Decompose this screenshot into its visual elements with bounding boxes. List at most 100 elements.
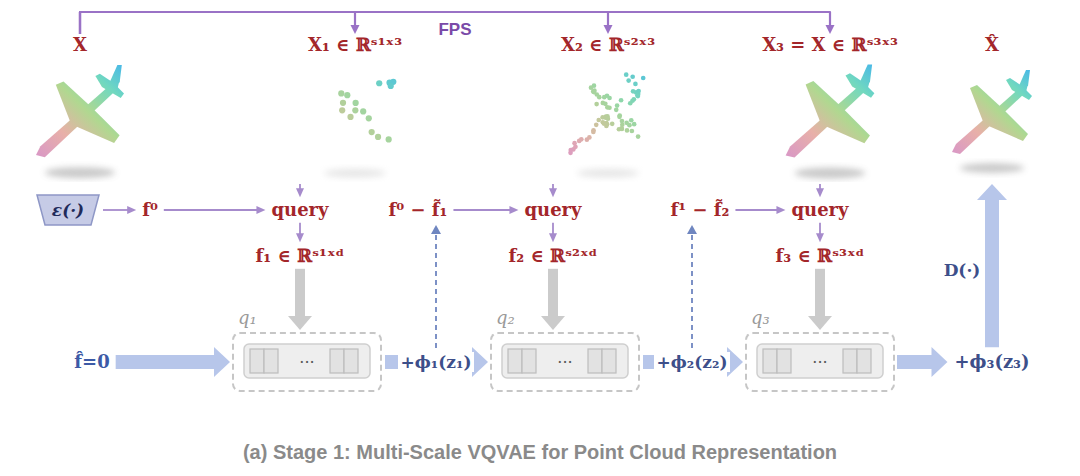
arrow-head	[288, 316, 312, 330]
cloud-point	[589, 85, 594, 90]
cloud-point	[633, 82, 638, 87]
connector-line	[299, 223, 301, 235]
math-label: X₂ ∈ ℝˢ²ˣ³	[533, 34, 683, 56]
connector	[453, 206, 518, 214]
cloud-point	[602, 95, 607, 100]
code-entry	[508, 349, 522, 373]
math-label: f̂=0	[74, 351, 109, 373]
code-entry	[330, 349, 344, 373]
math-label: f₁ ∈ ℝˢ¹ˣᵈ	[256, 245, 345, 267]
connector	[288, 269, 312, 330]
arrow-head	[296, 233, 304, 242]
query-op: query	[788, 198, 851, 222]
cloud-point	[629, 118, 634, 123]
code-entry	[522, 349, 536, 373]
connector	[816, 184, 824, 197]
math-label: f¹ − f̃₂	[671, 199, 730, 221]
connector	[897, 347, 947, 377]
cloud-point	[375, 134, 381, 140]
dashed-feedback-arrow	[435, 232, 437, 348]
shadow	[324, 169, 386, 178]
arrow-head	[604, 25, 613, 34]
math-label: f₂ ∈ ℝˢ²ˣᵈ	[509, 245, 598, 267]
query-op: query	[521, 198, 584, 222]
cloud-point	[605, 105, 610, 110]
codebook-box: q₂...	[490, 332, 640, 392]
encoder-trapezoid	[37, 195, 99, 225]
arrow-head	[931, 347, 947, 377]
cloud-point	[630, 129, 635, 134]
connector-line	[985, 198, 999, 348]
connector	[164, 206, 266, 214]
cloud-point	[568, 150, 573, 155]
codebook-box: q₃...	[745, 332, 895, 392]
point-cloud-figure	[25, 60, 135, 182]
cloud-point	[614, 108, 619, 113]
connector-line	[116, 355, 217, 369]
connector	[816, 223, 824, 242]
arrow-head	[549, 233, 557, 242]
edge-label: +ϕ₁(z₁)	[398, 352, 475, 372]
connector-line	[548, 269, 558, 318]
math-label: query	[524, 199, 581, 221]
arrow-head	[296, 188, 304, 197]
connector	[296, 223, 304, 242]
connector	[116, 347, 230, 377]
cloud-point	[376, 80, 382, 86]
connector	[103, 206, 136, 214]
code-entry	[857, 349, 871, 373]
sampled-cloud: X₂ ∈ ℝˢ²ˣ³	[533, 34, 683, 182]
cloud-point	[352, 107, 358, 113]
operation-label: FPS	[438, 20, 471, 40]
cloud-point	[388, 83, 394, 89]
connector-line	[103, 209, 129, 211]
code-entry	[843, 349, 857, 373]
ellipsis: ...	[492, 348, 638, 367]
cloud-point	[594, 123, 599, 128]
codebook-name: q₃	[751, 307, 770, 329]
cloud-point	[624, 120, 629, 125]
code-entry	[264, 349, 278, 373]
cloud-point	[592, 90, 597, 95]
ellipsis: ...	[747, 348, 893, 367]
point-cloud-figure	[533, 60, 683, 182]
cloud-point	[585, 137, 590, 142]
feature-label: f₃ ∈ ℝˢ³ˣᵈ	[773, 244, 868, 268]
connector	[549, 184, 557, 197]
cloud-point	[617, 115, 622, 120]
cloud-point	[386, 136, 392, 142]
dashed-arrow-head	[687, 225, 697, 234]
arrow-head	[509, 206, 518, 214]
code-entry	[588, 349, 602, 373]
connector-line	[815, 269, 825, 318]
math-label: +ϕ₃(z₃)	[954, 351, 1029, 373]
connector	[296, 184, 304, 197]
math-label: f₃ ∈ ℝˢ³ˣᵈ	[776, 245, 865, 267]
connector	[735, 206, 785, 214]
math-label: f⁰ − f̃₁	[389, 199, 448, 221]
shadow	[795, 168, 866, 179]
cloud-point	[344, 92, 350, 98]
arrow-head	[256, 206, 265, 214]
cloud-point	[579, 137, 584, 142]
cloud-point	[596, 118, 601, 123]
arrow-head	[977, 184, 1007, 200]
connector-line	[295, 269, 305, 318]
math-label: X	[25, 34, 135, 56]
connector-line	[735, 209, 777, 211]
point-cloud-figure	[740, 60, 920, 182]
residual-label: f¹ − f̃₂	[668, 198, 733, 222]
airplane-shape	[1018, 70, 1030, 88]
output-cloud: X̂	[942, 34, 1042, 182]
cloud-point	[602, 121, 607, 126]
dashed-feedback-arrow	[691, 232, 693, 348]
cloud-point	[339, 107, 345, 113]
connector	[549, 223, 557, 242]
cloud-point	[626, 78, 631, 83]
cloud-point	[591, 130, 596, 135]
cloud-point	[625, 128, 630, 133]
cloud-point	[636, 94, 641, 99]
cloud-point	[615, 103, 620, 108]
math-label: X̂	[942, 34, 1042, 56]
